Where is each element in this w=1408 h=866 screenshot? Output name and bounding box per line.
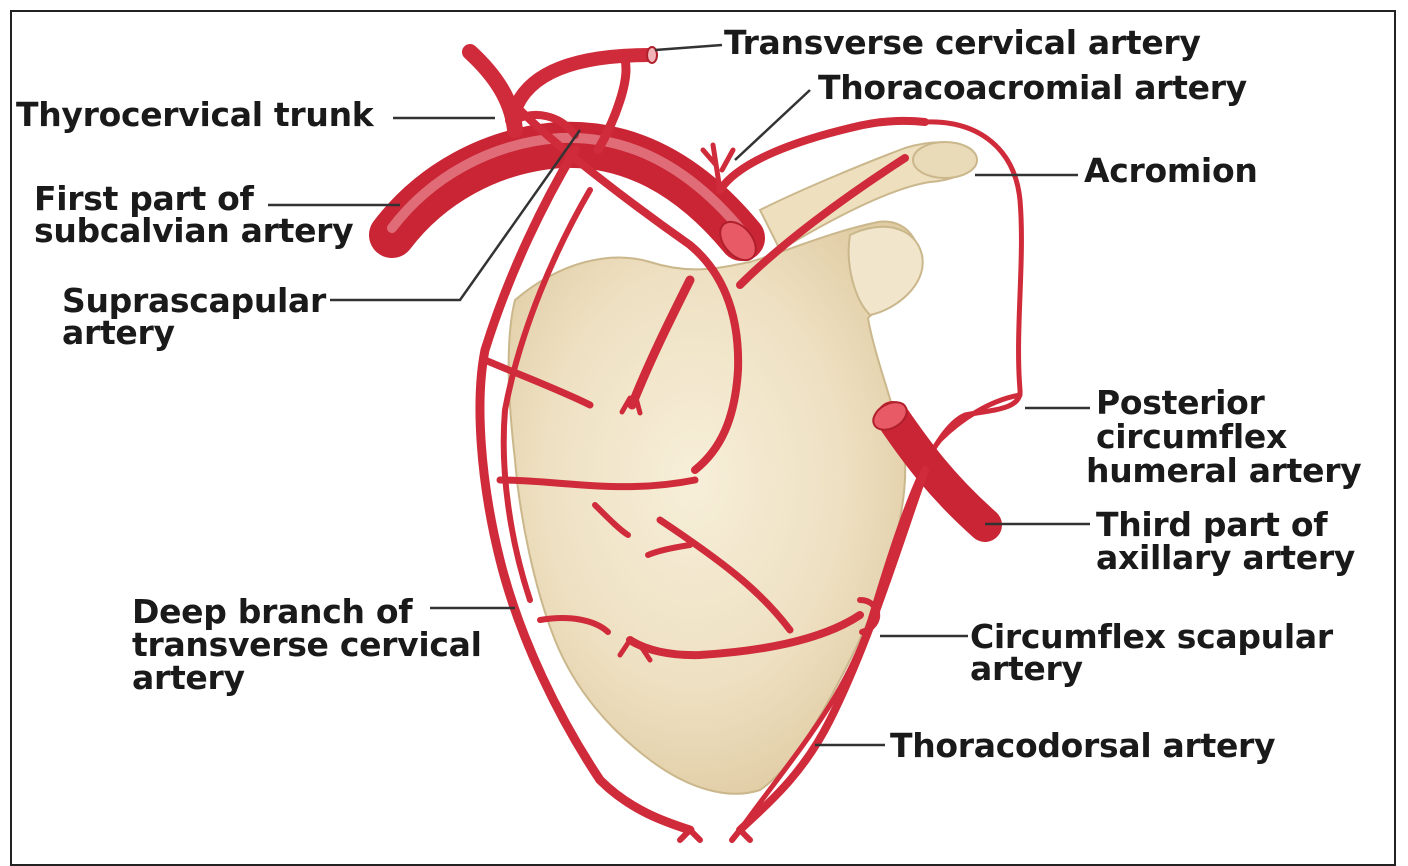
label-third-axillary-line1: Third part of: [1096, 508, 1327, 541]
coracoid-process: [849, 227, 923, 315]
label-deep-branch-line1: Deep branch of: [132, 595, 412, 628]
leader-transverse-cervical: [655, 45, 722, 50]
label-posterior-circumflex-line2: circumflex: [1096, 420, 1287, 453]
acromion-process: [913, 142, 977, 178]
label-deep-branch-line3: artery: [132, 661, 245, 694]
thoracodorsal-end: [732, 830, 750, 840]
label-third-axillary-line2: axillary artery: [1096, 541, 1355, 574]
label-thoracodorsal-artery: Thoracodorsal artery: [890, 729, 1275, 762]
label-acromion: Acromion: [1084, 154, 1258, 187]
label-thyrocervical-trunk: Thyrocervical trunk: [16, 98, 373, 131]
label-thoracoacromial-artery: Thoracoacromial artery: [818, 71, 1247, 104]
label-first-part-line2: subcalvian artery: [34, 214, 353, 247]
label-circumflex-scapular-line2: artery: [970, 652, 1083, 685]
label-suprascapular-line2: artery: [62, 316, 175, 349]
label-deep-branch-line2: transverse cervical: [132, 628, 482, 661]
label-transverse-cervical-artery: Transverse cervical artery: [724, 26, 1201, 59]
label-posterior-circumflex-line1: Posterior: [1096, 386, 1265, 419]
label-posterior-circumflex-line3: humeral artery: [1086, 454, 1361, 487]
scapula-body: [509, 222, 920, 794]
